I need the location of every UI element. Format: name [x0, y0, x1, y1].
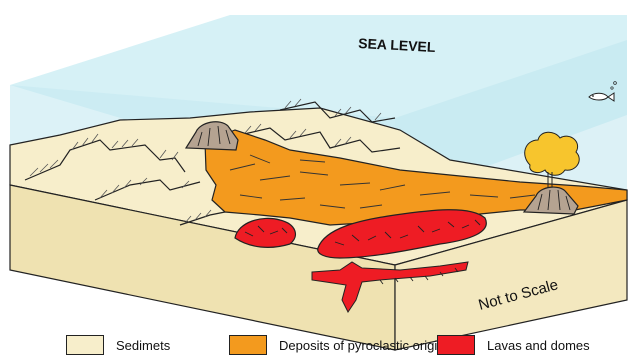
legend-swatch-pyroclastic	[229, 335, 267, 355]
legend-item-pyroclastic: Deposits of pyroclastic origin	[229, 334, 444, 356]
legend-swatch-lavas	[437, 335, 475, 355]
legend: Sedimets Deposits of pyroclastic origin …	[0, 332, 628, 358]
legend-label-pyroclastic: Deposits of pyroclastic origin	[279, 338, 444, 353]
legend-item-lavas: Lavas and domes	[437, 334, 590, 356]
legend-label-sediments: Sedimets	[116, 338, 170, 353]
legend-item-sediments: Sedimets	[66, 334, 170, 356]
legend-swatch-sediments	[66, 335, 104, 355]
legend-label-lavas: Lavas and domes	[487, 338, 590, 353]
